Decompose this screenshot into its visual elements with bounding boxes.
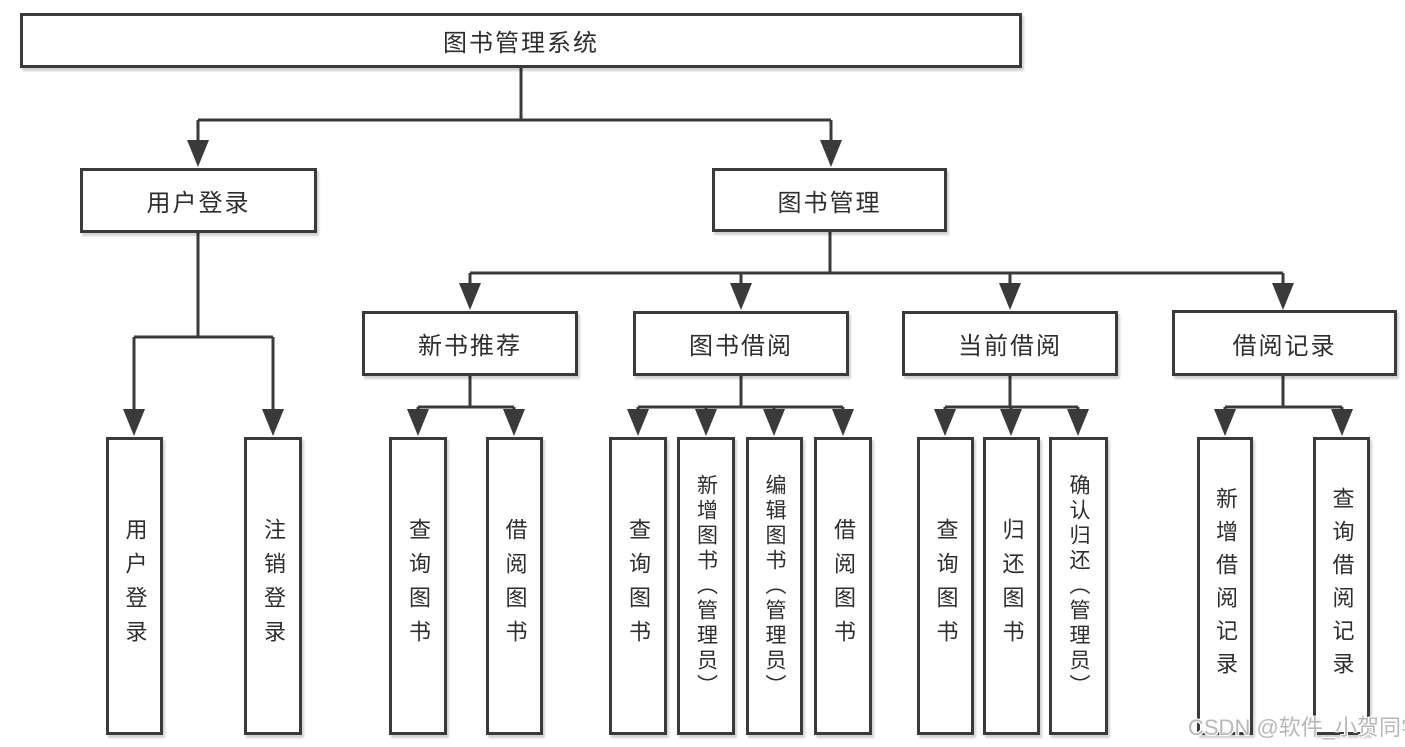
leaf-add-borrow-record-label: 新增借阅记录 [1213,487,1238,685]
leaf-add-borrow-record: 新增借阅记录 [1197,437,1253,735]
leaf-query-books-current-label: 查询图书 [933,518,959,654]
leaf-confirm-return-admin: 确认归还（管理员） [1049,437,1108,735]
node-user-login: 用户登录 [80,168,317,233]
leaf-user-login-label: 用户登录 [122,518,148,654]
node-root: 图书管理系统 [20,13,1022,68]
node-book-borrow: 图书借阅 [633,311,849,376]
leaf-borrow-books-recommend-label: 借阅图书 [502,518,528,654]
leaf-borrow-books-recommend: 借阅图书 [486,437,543,735]
leaf-query-borrow-record-label: 查询借阅记录 [1329,487,1355,685]
leaf-query-books-borrow-label: 查询图书 [626,518,651,654]
leaf-edit-books-admin: 编辑图书（管理员） [746,437,803,735]
leaf-borrow-books: 借阅图书 [814,437,872,735]
leaf-query-borrow-record: 查询借阅记录 [1313,437,1370,735]
leaf-query-books-recommend-label: 查询图书 [406,518,431,654]
arrowheads [123,140,1353,436]
leaf-return-books: 归还图书 [983,437,1040,735]
leaf-borrow-books-label: 借阅图书 [831,518,856,654]
leaf-add-books-admin-label: 新增图书（管理员） [694,473,718,699]
leaf-query-books-current: 查询图书 [917,437,974,735]
leaf-return-books-label: 归还图书 [999,518,1025,654]
leaf-confirm-return-admin-label: 确认归还（管理员） [1067,473,1090,699]
leaf-edit-books-admin-label: 编辑图书（管理员） [763,473,786,699]
node-book-management: 图书管理 [712,168,947,232]
node-current-borrow: 当前借阅 [902,311,1118,376]
watermark: CSDN @软件_小贺同学 [1188,715,1405,740]
node-new-book-recommend: 新书推荐 [362,311,578,376]
leaf-logout-label: 注销登录 [261,518,286,654]
node-borrow-records: 借阅记录 [1172,310,1397,376]
leaf-query-books-borrow: 查询图书 [609,437,667,735]
leaf-logout: 注销登录 [244,437,302,735]
leaf-add-books-admin: 新增图书（管理员） [677,437,735,735]
leaf-query-books-recommend: 查询图书 [389,437,447,735]
leaf-user-login: 用户登录 [106,437,163,735]
